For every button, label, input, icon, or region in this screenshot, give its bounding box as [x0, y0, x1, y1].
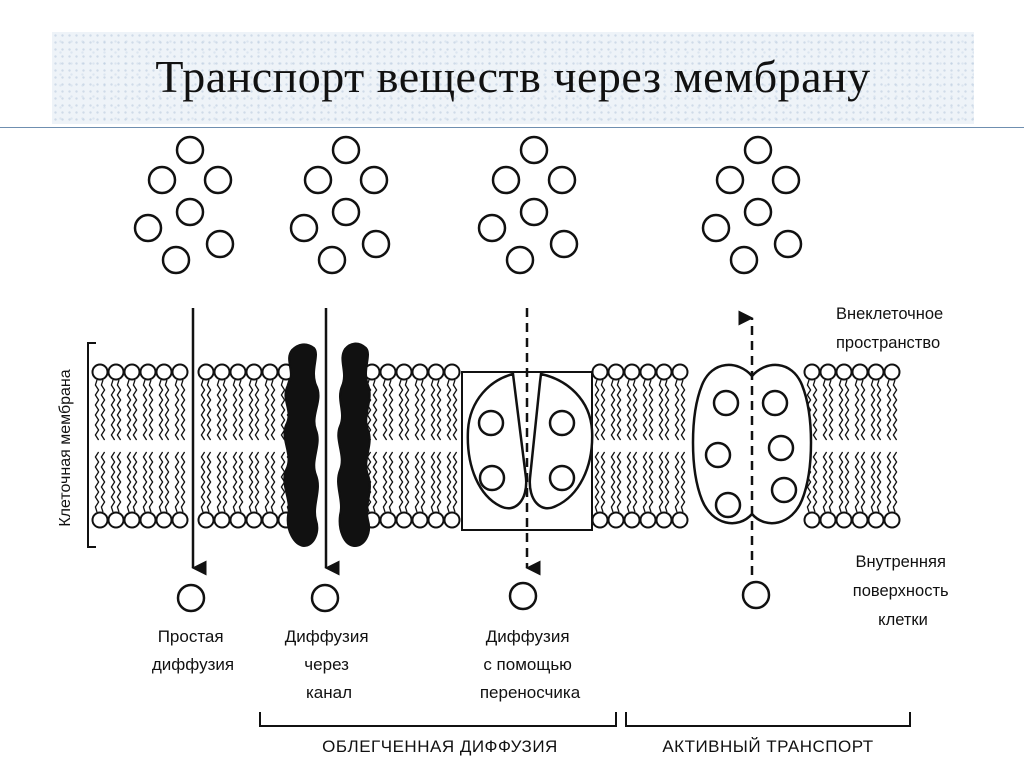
active-transport-label: АКТИВНЫЙ ТРАНСПОРТ [662, 737, 873, 756]
facilitated-diffusion-bracket [259, 712, 617, 727]
lipid-bilayer-segment-2 [197, 363, 295, 529]
inside-molecule-4 [741, 580, 771, 610]
lipid-bilayer-segment-4 [591, 363, 689, 529]
active-transport-pump [691, 363, 813, 525]
caption-simple-diffusion: Простая диффузия [152, 627, 234, 674]
outside-space-label: Внеклеточное пространство [836, 305, 948, 352]
slide-title: Транспорт веществ через мембрану [155, 51, 871, 102]
inside-surface-label: Внутренняя поверхность клетки [853, 553, 953, 629]
inside-molecule-3 [508, 581, 538, 611]
title-band [52, 32, 974, 124]
molecule-cluster-2 [289, 135, 391, 275]
caption-channel-diffusion: Диффузия через канал [285, 627, 374, 702]
caption-carrier-diffusion: Диффузия с помощью переносчика [480, 627, 581, 702]
membrane-bracket [87, 342, 96, 548]
molecule-cluster-1 [133, 135, 235, 275]
lipid-bilayer-segment-3 [363, 363, 461, 529]
lipid-bilayer-segment-5 [803, 363, 901, 529]
active-transport-bracket [625, 712, 911, 727]
channel-protein [283, 342, 371, 548]
molecule-cluster-4 [701, 135, 803, 275]
membrane-label: Клеточная мембрана [57, 369, 74, 526]
carrier-protein [461, 371, 594, 531]
lipid-bilayer-segment-1 [91, 363, 189, 529]
facilitated-diffusion-label: ОБЛЕГЧЕННАЯ ДИФФУЗИЯ [322, 737, 558, 756]
inside-molecule-1 [176, 583, 206, 613]
inside-molecule-2 [310, 583, 340, 613]
title-divider [0, 127, 1024, 128]
molecule-cluster-3 [477, 135, 579, 275]
